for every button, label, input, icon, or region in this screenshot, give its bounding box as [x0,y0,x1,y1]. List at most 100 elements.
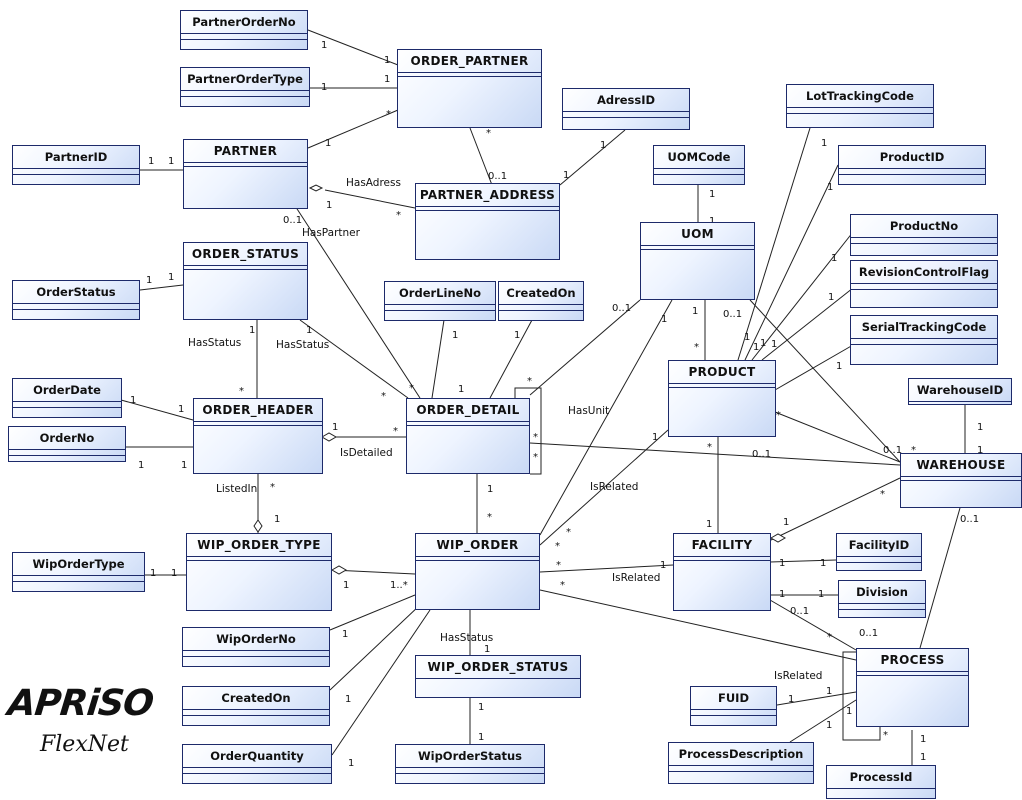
link-serial-product [774,344,854,391]
mult: 0..1 [283,215,302,226]
link-revision-product [761,287,854,361]
mult: 1 [321,40,327,51]
mult: 1 [977,422,983,433]
mult: 1 [345,694,351,705]
box-title: PartnerOrderNo [181,11,307,34]
mult: 1 [826,720,832,731]
mult: 1 [563,170,569,181]
box-orderquantity: OrderQuantity [182,744,332,784]
box-title: ProductNo [851,215,997,238]
link-orderdetail-warehouse [529,442,901,466]
mult: 0..1 [883,445,902,456]
link-orderdate-orderheader [120,399,194,421]
mult: 1 [783,517,789,528]
box-title: WIP_ORDER_TYPE [187,534,331,557]
box-partnerordertype: PartnerOrderType [180,67,310,107]
mult: * [911,445,916,456]
box-lottrackingcode: LotTrackingCode [786,84,934,128]
box-title: WarehouseID [909,379,1011,402]
box-order-partner: ORDER_PARTNER [397,49,542,128]
box-title: OrderQuantity [183,745,331,768]
mult: * [239,386,244,397]
apriso-logo: APRiSO [5,683,155,724]
box-uom: UOM [640,222,755,300]
box-title: PartnerOrderType [181,68,309,91]
link-facility-facilityid [769,559,837,563]
mult: * [527,376,532,387]
link-createdon-orderdetail [489,319,533,399]
mult: 1 [343,580,349,591]
box-warehouseid: WarehouseID [908,378,1012,405]
box-title: WIP_ORDER_STATUS [416,656,580,679]
mult: * [533,432,538,443]
box-adressid: AdressID [562,88,690,130]
mult: * [487,512,492,523]
box-uomcode: UOMCode [653,145,745,185]
link-partnerorderno-orderpartner [307,29,399,66]
mult: 1 [600,140,606,151]
box-title: ProductID [839,146,985,169]
mult: * [707,442,712,453]
box-title: WIP_ORDER [416,534,539,557]
mult: 1 [332,422,338,433]
box-wipordertype: WipOrderType [12,552,145,592]
mult: 1 [828,292,834,303]
mult: 1 [744,332,750,343]
box-title: WipOrderStatus [396,745,544,768]
aggregation-partner-address [308,184,324,192]
box-order-status: ORDER_STATUS [183,242,308,320]
mult: * [486,128,491,139]
mult: 1 [820,558,826,569]
self-link-orderdetail [514,387,542,475]
mult: 1 [181,460,187,471]
mult: 1 [150,568,156,579]
link-orderpartner-partneraddress [469,127,493,186]
box-title: UOMCode [654,146,744,169]
mult: 1 [709,216,715,227]
link-facility-process [769,599,857,651]
mult: * [776,410,781,421]
mult: * [556,560,561,571]
mult: 1 [818,589,824,600]
label-has-adress: HasAdress [346,177,401,189]
link-productid-product [744,164,839,361]
mult: 1 [709,189,715,200]
mult: 1 [458,384,464,395]
box-title: ProcessDescription [669,743,813,766]
mult: 1 [348,758,354,769]
box-facility: FACILITY [673,533,771,611]
box-partnerid: PartnerID [12,145,140,185]
mult: 1 [788,694,794,705]
mult: 1 [836,361,842,372]
box-title: WipOrderType [13,553,144,576]
mult: 1 [168,156,174,167]
label-has-status-right: HasStatus [276,339,329,351]
mult: * [409,383,414,394]
mult: * [555,541,560,552]
box-title: OrderDate [13,379,121,402]
box-partner-address: PARTNER_ADDRESS [415,183,560,260]
aggregation-facility [769,533,787,543]
link-uom-orderdetail [529,299,641,396]
box-revisioncontrolflag: RevisionControlFlag [850,260,998,308]
link-warehouse-facility [770,477,901,541]
box-title: PARTNER [184,140,307,163]
mult: 1 [779,589,785,600]
mult: 1 [274,514,280,525]
mult: 0..1 [752,449,771,460]
box-title: PRODUCT [669,361,775,384]
mult: 1 [487,484,493,495]
mult: 1 [514,330,520,341]
mult: * [381,391,386,402]
mult: 1 [753,342,759,353]
mult: 1 [478,702,484,713]
mult: * [396,210,401,221]
link-orderlineno-orderdetail [431,319,445,399]
mult: 1 [706,519,712,530]
mult: 1 [452,330,458,341]
mult: 1 [249,325,255,336]
mult: * [883,730,888,741]
box-title: ProcessId [827,766,935,789]
